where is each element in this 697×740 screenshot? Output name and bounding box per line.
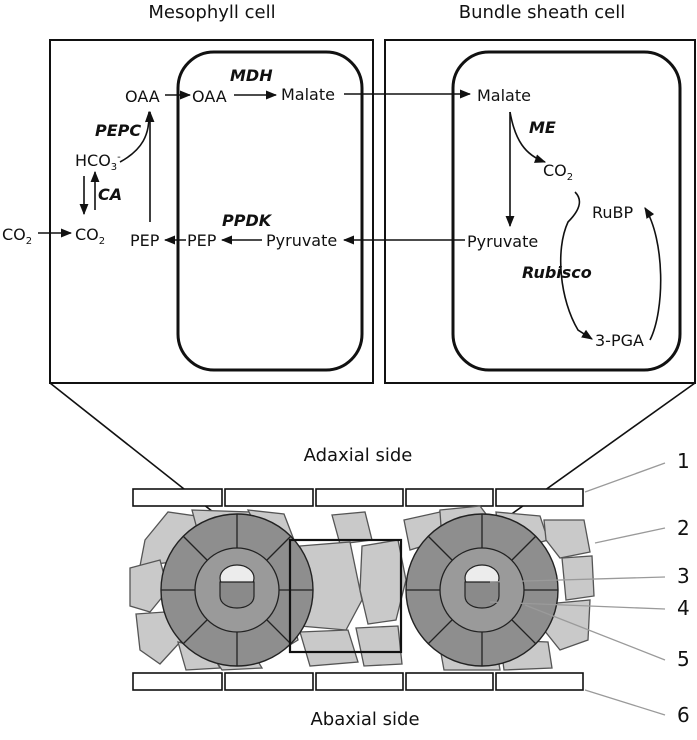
arrow-pga-to-rubp [644, 207, 662, 341]
malate-bs-label: Malate [477, 86, 531, 105]
pep-outer-label: PEP [130, 231, 160, 250]
arrow-malate-to-co2 [509, 111, 547, 163]
co2-external-label: CO2 [2, 225, 32, 247]
abaxial-side-label: Abaxial side [310, 709, 419, 730]
ca-label: CA [98, 185, 122, 204]
adaxial-side-label: Adaxial side [304, 445, 413, 466]
rubisco-label: Rubisco [522, 263, 592, 282]
oaa-inner-label: OAA [192, 87, 227, 106]
callout-number-5: 5 [677, 647, 690, 671]
left-vascular-bundle [160, 513, 314, 667]
lower-epidermis [132, 672, 584, 691]
pga-label: 3-PGA [595, 331, 644, 350]
oaa-outer-label: OAA [125, 87, 160, 106]
bundle-sheath-cell-title: Bundle sheath cell [459, 2, 625, 23]
callout-lines [489, 462, 666, 716]
mesophyll-panel-frame [49, 39, 374, 384]
pyruvate-meso-label: Pyruvate [266, 231, 337, 250]
me-label: ME [529, 118, 556, 137]
callout-number-6: 6 [677, 703, 690, 727]
co2-meso-label: CO2 [75, 225, 105, 247]
bundle-sheath-panel-frame [384, 39, 696, 384]
pepc-label: PEPC [95, 121, 141, 140]
right-vascular-bundle [405, 513, 559, 667]
co2-bs-label: CO2 [543, 161, 573, 183]
bundle-sheath-chloroplast [451, 50, 682, 372]
callout-number-1: 1 [677, 449, 690, 473]
arrow-calvin-fixation [559, 191, 593, 340]
hco3-label: HCO3- [75, 151, 121, 173]
mdh-label: MDH [230, 66, 273, 85]
callout-number-2: 2 [677, 516, 690, 540]
callout-number-3: 3 [677, 564, 690, 588]
callout-number-4: 4 [677, 596, 690, 620]
mesophyll-cell-title: Mesophyll cell [148, 2, 275, 23]
zoom-box [288, 538, 403, 654]
mesophyll-chloroplast [176, 50, 364, 372]
pep-inner-label: PEP [187, 231, 217, 250]
ppdk-label: PPDK [222, 211, 273, 230]
upper-epidermis [132, 488, 584, 507]
rubp-label: RuBP [592, 203, 634, 222]
malate-meso-label: Malate [281, 85, 335, 104]
pyruvate-bs-label: Pyruvate [467, 232, 538, 251]
